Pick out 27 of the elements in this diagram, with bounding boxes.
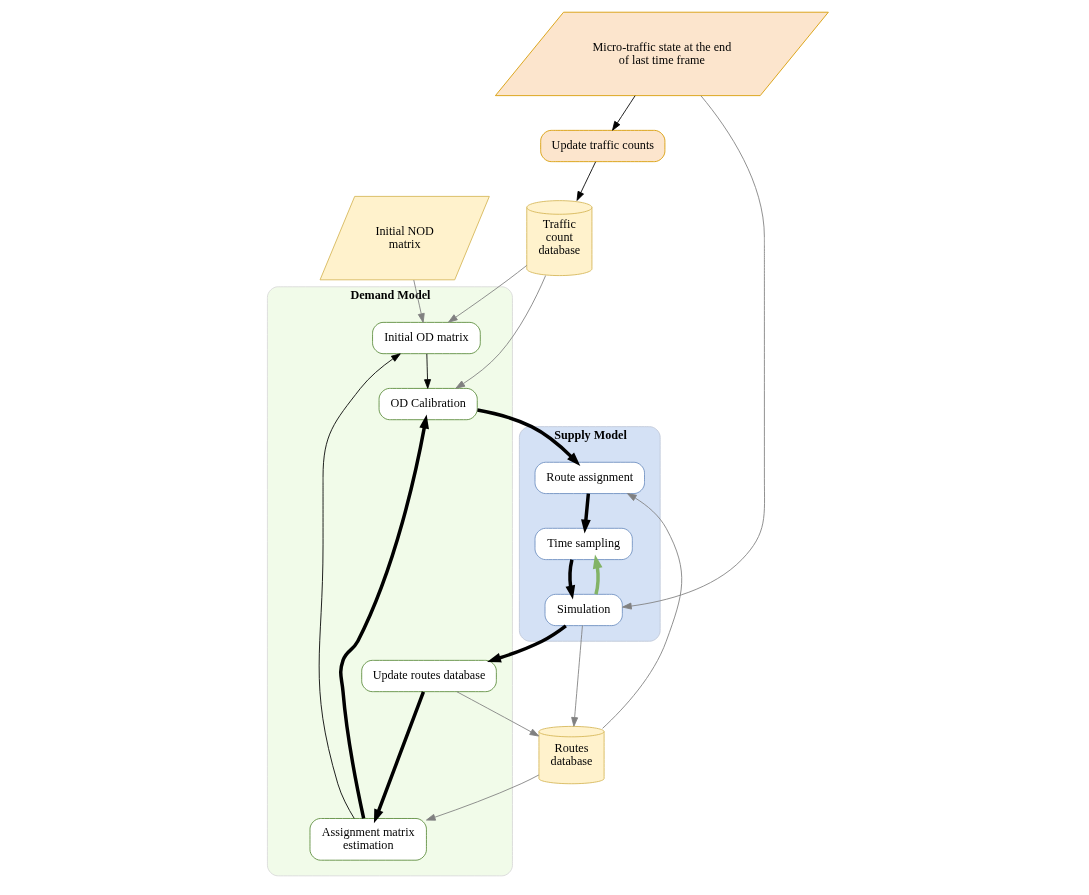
- arrow: [318, 353, 401, 819]
- node-box: Route assignment: [534, 461, 645, 494]
- arrow: [576, 161, 597, 201]
- node-box: Time sampling: [534, 527, 633, 560]
- arrow: [622, 95, 765, 610]
- arrow: [339, 414, 429, 819]
- arrow: [426, 774, 540, 821]
- node-box: Update routes database: [361, 659, 497, 693]
- arrow: [448, 265, 528, 323]
- node-box: Simulation: [544, 593, 623, 627]
- arrow: [413, 279, 425, 323]
- node-box: Update traffic counts: [540, 129, 666, 163]
- arrow: [455, 275, 547, 389]
- arrow: [602, 493, 683, 729]
- arrow: [477, 408, 581, 466]
- arrow: [373, 691, 426, 824]
- arrow: [565, 559, 576, 600]
- arrow: [571, 625, 583, 727]
- arrow: [592, 554, 603, 595]
- arrow: [424, 353, 431, 389]
- node-box: Initial OD matrix: [372, 321, 481, 355]
- node-box: OD Calibration: [378, 388, 478, 421]
- arrow: [487, 624, 567, 663]
- arrow: [581, 493, 591, 534]
- node-box: Assignment matrix estimation: [309, 818, 427, 861]
- arrow: [456, 691, 540, 737]
- arrow: [612, 95, 636, 131]
